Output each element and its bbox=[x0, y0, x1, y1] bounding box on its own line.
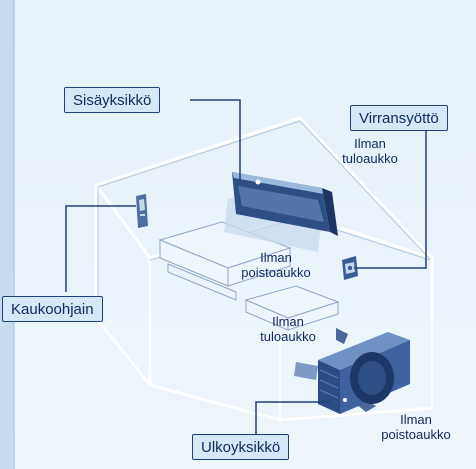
sofa-outline bbox=[158, 221, 292, 301]
leader-lines bbox=[65, 99, 427, 442]
note-line: poistoaukko bbox=[381, 427, 451, 442]
bed-outline bbox=[244, 285, 340, 331]
indoor-air-inlet-note: Ilman tuloaukko bbox=[330, 136, 410, 166]
outdoor-unit-body bbox=[318, 332, 410, 414]
remote-controller-label: Kaukoohjain bbox=[2, 296, 103, 322]
note-line: tuloaukko bbox=[342, 151, 398, 166]
note-line: Ilman bbox=[272, 314, 304, 329]
page-edge bbox=[0, 0, 14, 469]
note-line: Ilman bbox=[260, 250, 292, 265]
remote-controller-device bbox=[136, 194, 148, 228]
power-supply-label: Virransyöttö bbox=[350, 105, 448, 131]
note-line: Ilman bbox=[354, 136, 386, 151]
outdoor-unit-label: Ulkoyksikkö bbox=[192, 434, 290, 460]
indoor-unit-label: Sisäyksikkö bbox=[64, 87, 161, 113]
note-line: Ilman bbox=[400, 412, 432, 427]
power-supply-device bbox=[342, 256, 358, 280]
indoor-air-outlet-note: Ilman poistoaukko bbox=[226, 250, 326, 280]
indoor-unit-body bbox=[232, 172, 338, 236]
outdoor-air-inlet-note: Ilman tuloaukko bbox=[248, 314, 328, 344]
note-line: poistoaukko bbox=[241, 265, 311, 280]
outdoor-air-outlet-note: Ilman poistoaukko bbox=[366, 412, 466, 442]
note-line: tuloaukko bbox=[260, 329, 316, 344]
